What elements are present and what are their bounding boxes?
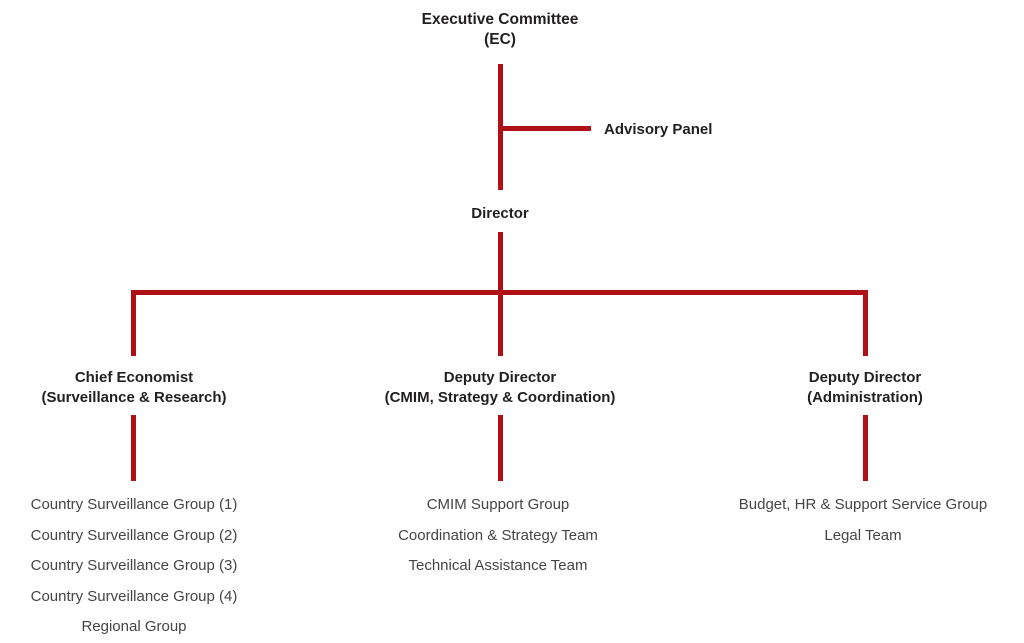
unit-list-deputy-director-admin: Budget, HR & Support Service Group Legal… [698, 490, 1024, 551]
list-item: Country Surveillance Group (2) [30, 526, 238, 544]
node-director-label: Director [471, 205, 529, 222]
node-director: Director [380, 204, 620, 224]
node-executive-committee-line-2: (EC) [484, 31, 516, 48]
connector-bus-to-deputy-director-cmim [498, 290, 503, 356]
list-item: Country Surveillance Group (4) [30, 587, 238, 605]
node-deputy-director-cmim-line-2: (CMIM, Strategy & Coordination) [384, 389, 616, 406]
list-item: Coordination & Strategy Team [398, 526, 598, 544]
list-item: Country Surveillance Group (3) [30, 557, 238, 574]
node-deputy-director-admin-line-1: Deputy Director [808, 369, 922, 386]
unit-list-chief-economist: Country Surveillance Group (1) Country S… [0, 490, 284, 643]
connector-director-to-bus [498, 232, 503, 295]
connector-bus-to-deputy-director-admin [863, 290, 868, 356]
list-item: Technical Assistance Team [408, 557, 588, 574]
list-item: Budget, HR & Support Service Group [738, 496, 988, 513]
node-deputy-director-cmim-line-1: Deputy Director [443, 369, 557, 386]
list-item: Country Surveillance Group (1) [30, 496, 238, 513]
connector-chief-economist-to-units [131, 415, 136, 481]
node-deputy-director-admin-line-2: (Administration) [807, 389, 923, 406]
node-chief-economist: Chief Economist (Surveillance & Research… [0, 368, 284, 408]
node-advisory-panel-label: Advisory Panel [604, 121, 713, 138]
connector-deputy-director-admin-to-units [863, 415, 868, 481]
list-item: CMIM Support Group [426, 496, 570, 513]
node-chief-economist-line-1: Chief Economist [74, 369, 194, 386]
unit-list-deputy-director-cmim: CMIM Support Group Coordination & Strate… [348, 490, 648, 582]
node-advisory-panel: Advisory Panel [604, 120, 824, 140]
node-executive-committee: Executive Committee (EC) [330, 10, 670, 50]
list-item: Legal Team [824, 526, 902, 544]
node-deputy-director-admin: Deputy Director (Administration) [725, 368, 1005, 408]
connector-advisory-branch [498, 126, 591, 131]
connector-bus-to-chief-economist [131, 290, 136, 356]
node-chief-economist-line-2: (Surveillance & Research) [41, 389, 227, 406]
connector-deputy-director-cmim-to-units [498, 415, 503, 481]
node-deputy-director-cmim: Deputy Director (CMIM, Strategy & Coordi… [330, 368, 670, 408]
node-executive-committee-line-1: Executive Committee [421, 11, 579, 28]
list-item: Regional Group [81, 618, 187, 635]
